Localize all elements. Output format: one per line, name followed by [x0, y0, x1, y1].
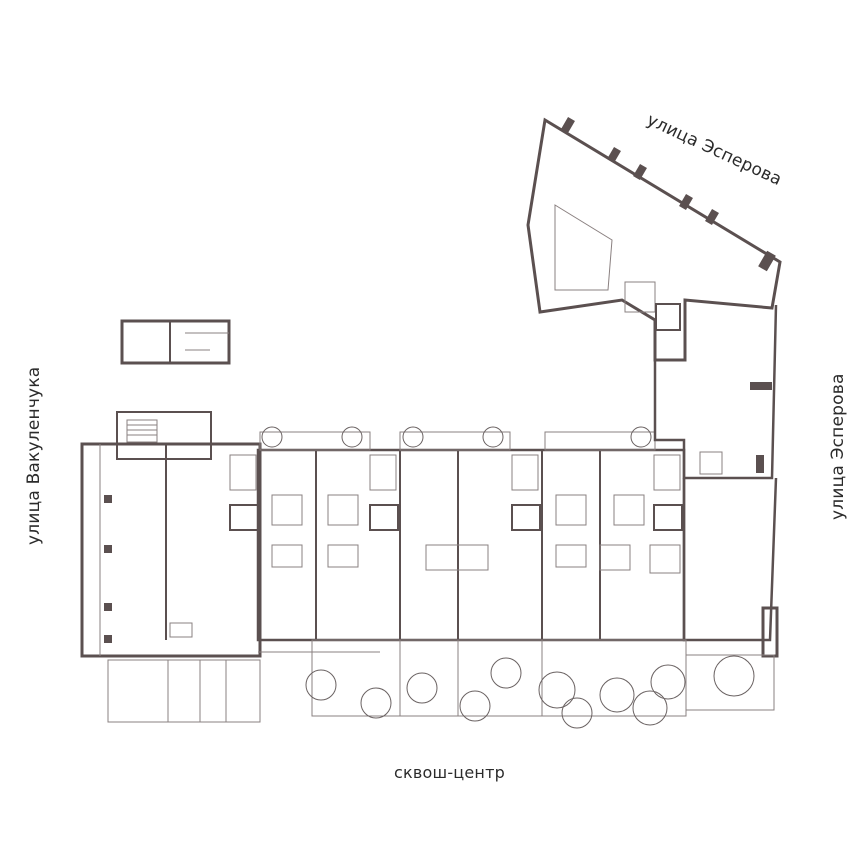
tree — [406, 672, 438, 704]
tree — [261, 426, 283, 448]
parking-lot — [107, 659, 261, 723]
trees — [261, 426, 755, 729]
tree — [630, 426, 652, 448]
courtyard — [258, 639, 687, 717]
townhouse-row — [229, 431, 686, 642]
east-block — [653, 304, 779, 711]
west-block — [80, 411, 262, 658]
tree — [402, 426, 424, 448]
tree — [650, 664, 686, 700]
squash-center-label: сквош-центр — [394, 763, 505, 782]
tree — [490, 657, 522, 689]
tree — [599, 677, 635, 713]
detached-block — [120, 319, 231, 365]
tree — [561, 697, 593, 729]
tree — [360, 687, 392, 719]
tree — [459, 690, 491, 722]
tree — [482, 426, 504, 448]
street-label-right: улица Эсперова — [828, 373, 848, 520]
tree — [538, 671, 576, 709]
tree — [305, 669, 337, 701]
tree — [713, 655, 755, 697]
tree — [341, 426, 363, 448]
tree — [632, 690, 668, 726]
street-label-left: улица Вакуленчука — [24, 366, 44, 545]
